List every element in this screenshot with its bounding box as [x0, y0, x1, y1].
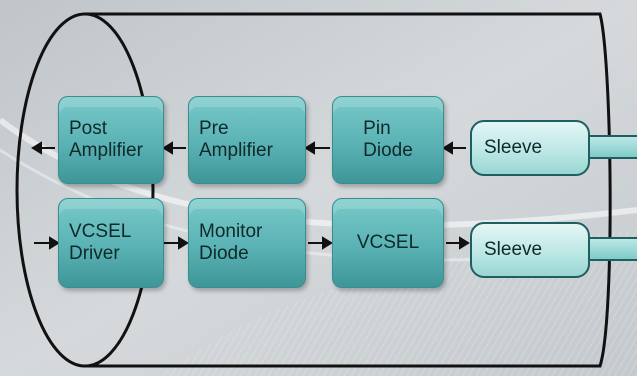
arrowhead [178, 236, 189, 250]
arrowhead [162, 141, 173, 155]
arrowhead [31, 141, 42, 155]
arrowhead [442, 141, 453, 155]
monitor-diode-label: Monitor Diode [199, 221, 263, 264]
vcsel-block: VCSEL [332, 198, 444, 288]
sleeve-bottom: Sleeve [470, 222, 590, 278]
cylinder-end-ellipse [15, 12, 155, 368]
post-amplifier-block: Post Amplifier [58, 96, 164, 184]
pre-amplifier-block: Pre Amplifier [188, 96, 306, 184]
sleeve-bottom-label: Sleeve [484, 239, 543, 260]
cylinder-body [85, 12, 612, 368]
vcsel-driver-block: VCSEL Driver [58, 198, 164, 288]
arrowhead [322, 236, 333, 250]
monitor-diode-block: Monitor Diode [188, 198, 306, 288]
arrowhead [459, 236, 470, 250]
fiber-tube-top [584, 135, 637, 159]
post-amplifier-label: Post Amplifier [69, 118, 143, 161]
sleeve-top: Sleeve [470, 120, 590, 176]
pin-diode-block: Pin Diode [332, 96, 444, 184]
arrowhead [49, 236, 60, 250]
pin-diode-label: Pin Diode [363, 118, 413, 161]
pre-amplifier-label: Pre Amplifier [199, 118, 273, 161]
sleeve-top-label: Sleeve [484, 137, 543, 158]
vcsel-label: VCSEL [356, 232, 420, 253]
arrowhead [304, 141, 315, 155]
fiber-tube-bottom [584, 237, 637, 261]
vcsel-driver-label: VCSEL Driver [69, 221, 132, 264]
